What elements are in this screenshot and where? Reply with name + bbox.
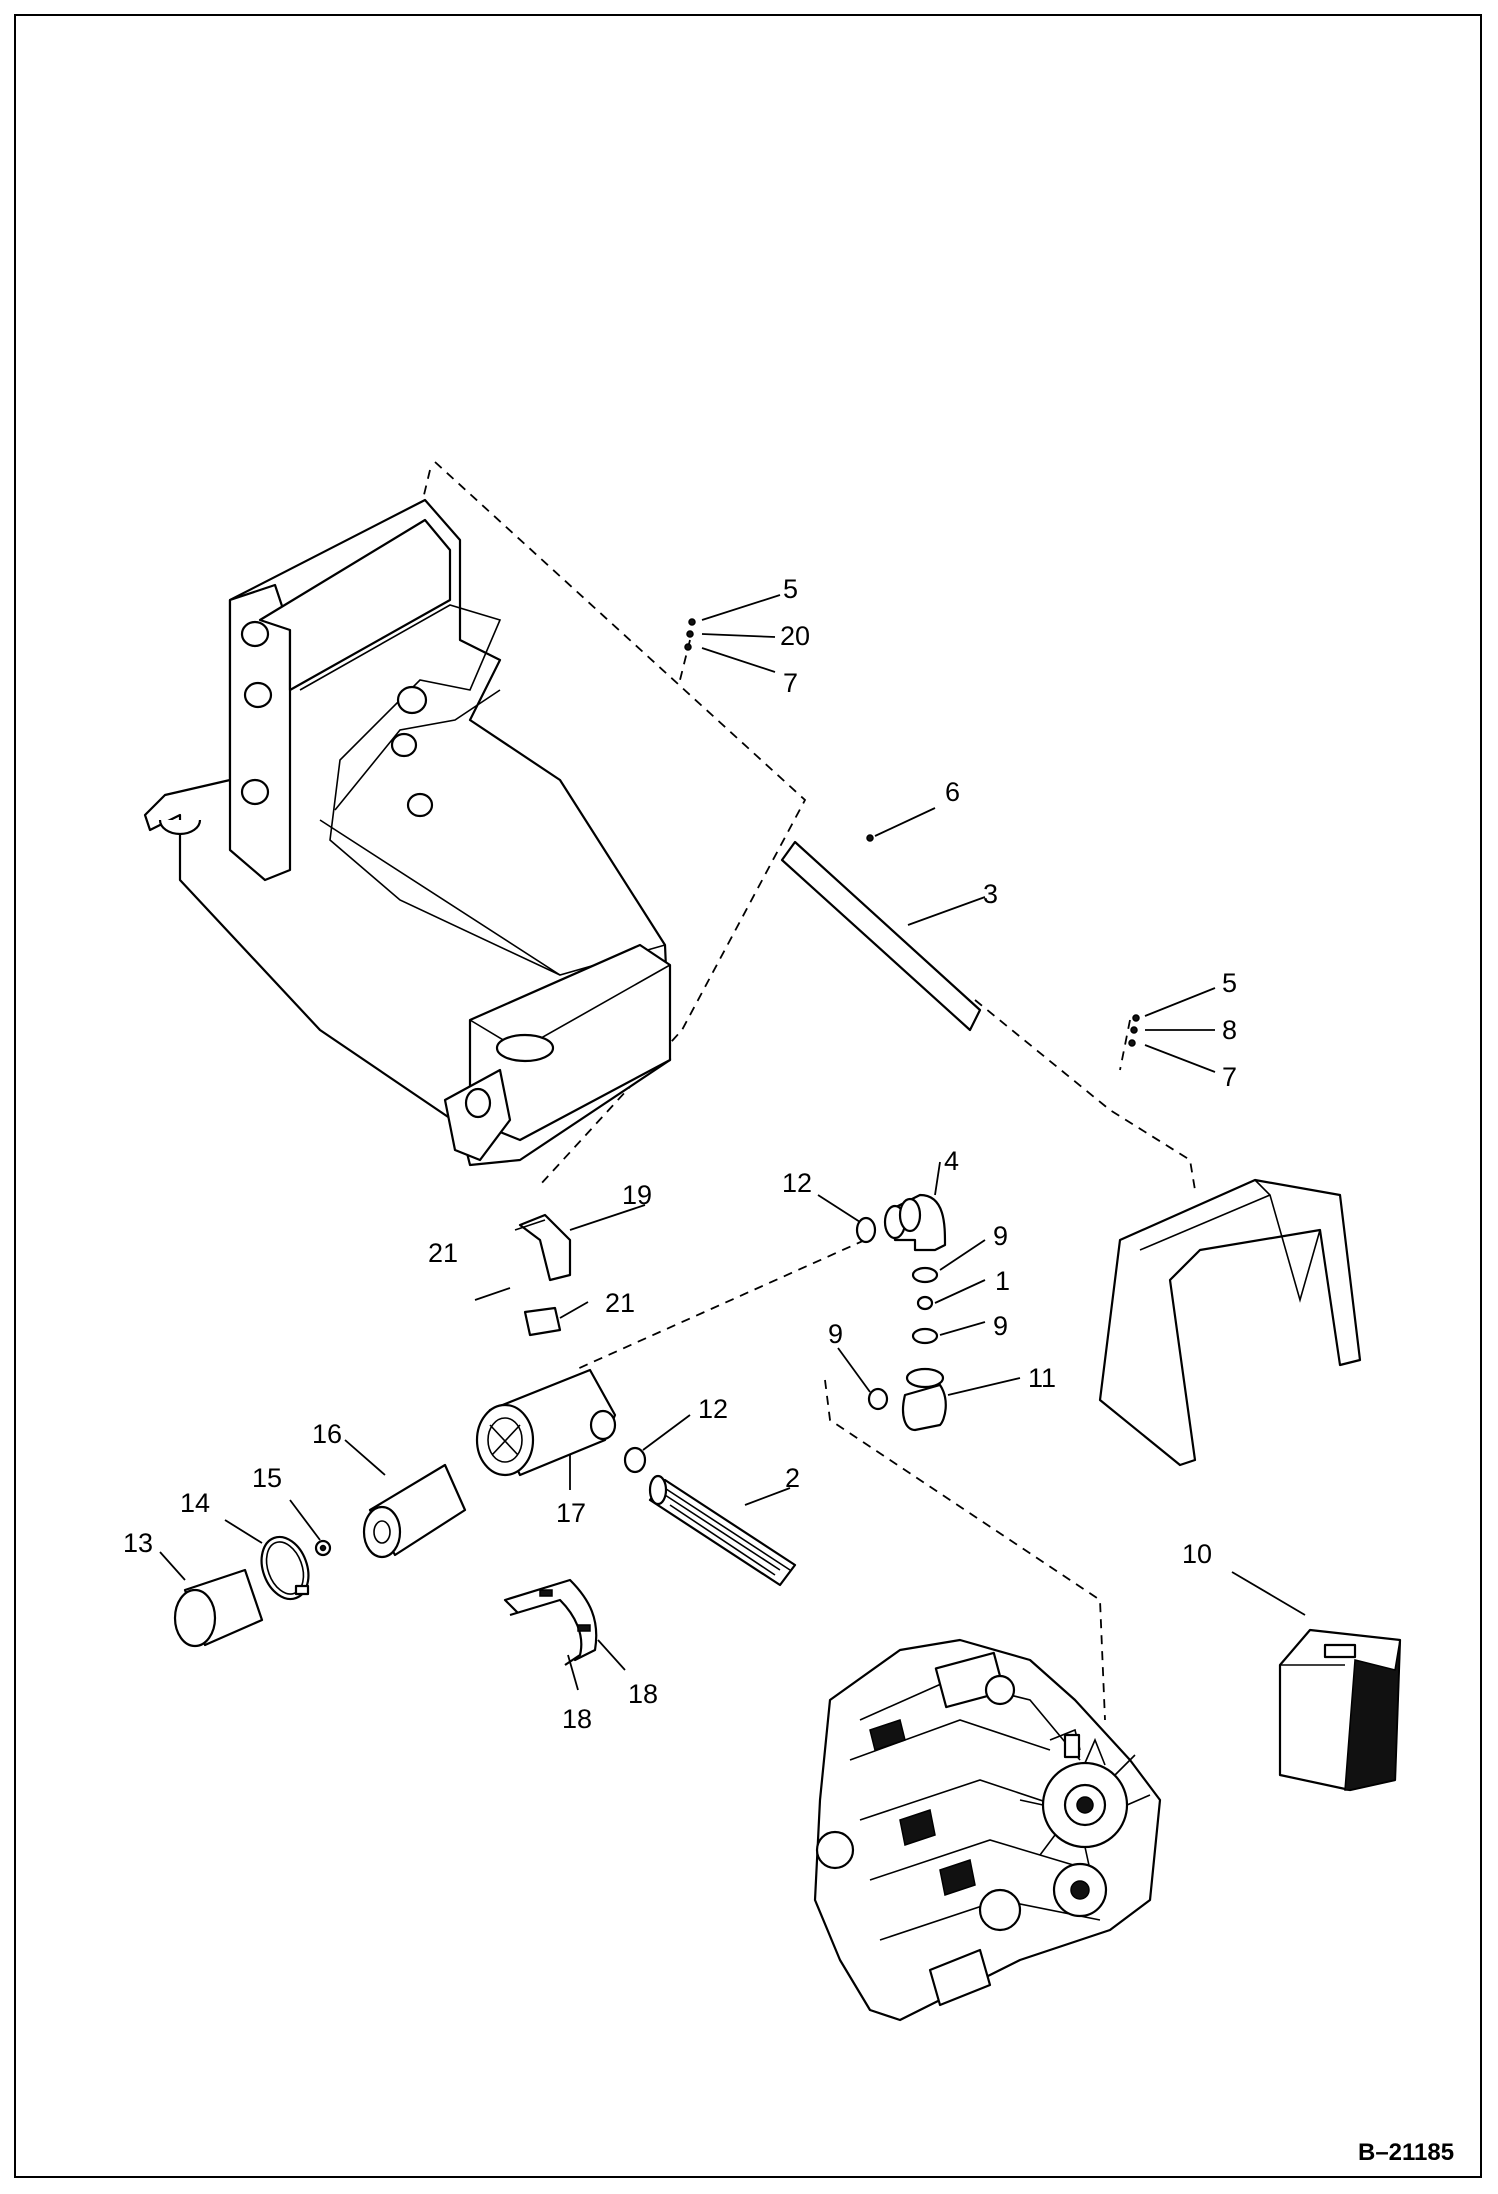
- part-3-bracket: [780, 840, 982, 1032]
- filter-element-16: [362, 1463, 467, 1559]
- callout-13: 13: [123, 1528, 153, 1558]
- part-19-bracket: [514, 1213, 572, 1282]
- callout-11: 11: [1028, 1363, 1056, 1393]
- callout-9: 9: [993, 1221, 1008, 1251]
- callout-9: 9: [828, 1319, 843, 1349]
- figure-id: B–21185: [1358, 2139, 1454, 2166]
- fan-shroud: [1098, 1178, 1362, 1467]
- leader-lines: [159, 594, 1306, 1691]
- part-6-bolt: [866, 834, 874, 842]
- callout-17: 17: [556, 1498, 586, 1528]
- part-21-pieces: [474, 1287, 562, 1337]
- main-frame: [143, 498, 672, 1167]
- cover-cap-13: [173, 1568, 264, 1648]
- clamp-band-14: [260, 1535, 310, 1601]
- callout-20: 20: [780, 621, 810, 651]
- support-brackets-18: [503, 1578, 598, 1666]
- callout-19: 19: [622, 1180, 652, 1210]
- wing-nut-15: [314, 1539, 332, 1557]
- callout-1: 1: [995, 1266, 1010, 1296]
- callout-3: 3: [983, 879, 998, 909]
- elbow-11: [901, 1367, 947, 1432]
- callout-7: 7: [1222, 1062, 1237, 1092]
- clamp-9-upper: [911, 1266, 939, 1284]
- engine: [813, 1638, 1162, 2022]
- clamp-12-upper: [855, 1216, 877, 1244]
- hose-2: [648, 1474, 797, 1587]
- hardware-stack-upper: [684, 618, 696, 651]
- callout-5: 5: [783, 574, 798, 604]
- callout-6: 6: [945, 777, 960, 807]
- clamp-12-lower: [623, 1446, 647, 1474]
- hardware-stack-right: [1128, 1014, 1140, 1047]
- callout-7: 7: [783, 668, 798, 698]
- connector-1: [916, 1295, 934, 1311]
- callout-labels: 5 20 7 6 3 5 8 7 4 12 19 9 21 1 21 9 9 1…: [123, 574, 1237, 1734]
- callout-4: 4: [944, 1146, 959, 1176]
- elbow-4: [883, 1193, 947, 1252]
- callout-21: 21: [428, 1238, 458, 1268]
- callout-5: 5: [1222, 968, 1237, 998]
- callout-14: 14: [180, 1488, 210, 1518]
- drawing-border: [14, 14, 1482, 2178]
- callout-9: 9: [993, 1311, 1008, 1341]
- callout-12: 12: [698, 1394, 728, 1424]
- callout-18: 18: [628, 1679, 658, 1709]
- callout-15: 15: [252, 1463, 282, 1493]
- callout-16: 16: [312, 1419, 342, 1449]
- clamp-9-middle: [911, 1327, 939, 1345]
- callout-8: 8: [1222, 1015, 1237, 1045]
- clamp-9-lower: [867, 1387, 889, 1411]
- callout-18: 18: [562, 1704, 592, 1734]
- air-cleaner-body-17: [475, 1368, 617, 1477]
- part-10-box: [1278, 1628, 1402, 1792]
- callout-21: 21: [605, 1288, 635, 1318]
- callout-2: 2: [785, 1463, 800, 1493]
- callout-10: 10: [1182, 1539, 1212, 1569]
- callout-12: 12: [782, 1168, 812, 1198]
